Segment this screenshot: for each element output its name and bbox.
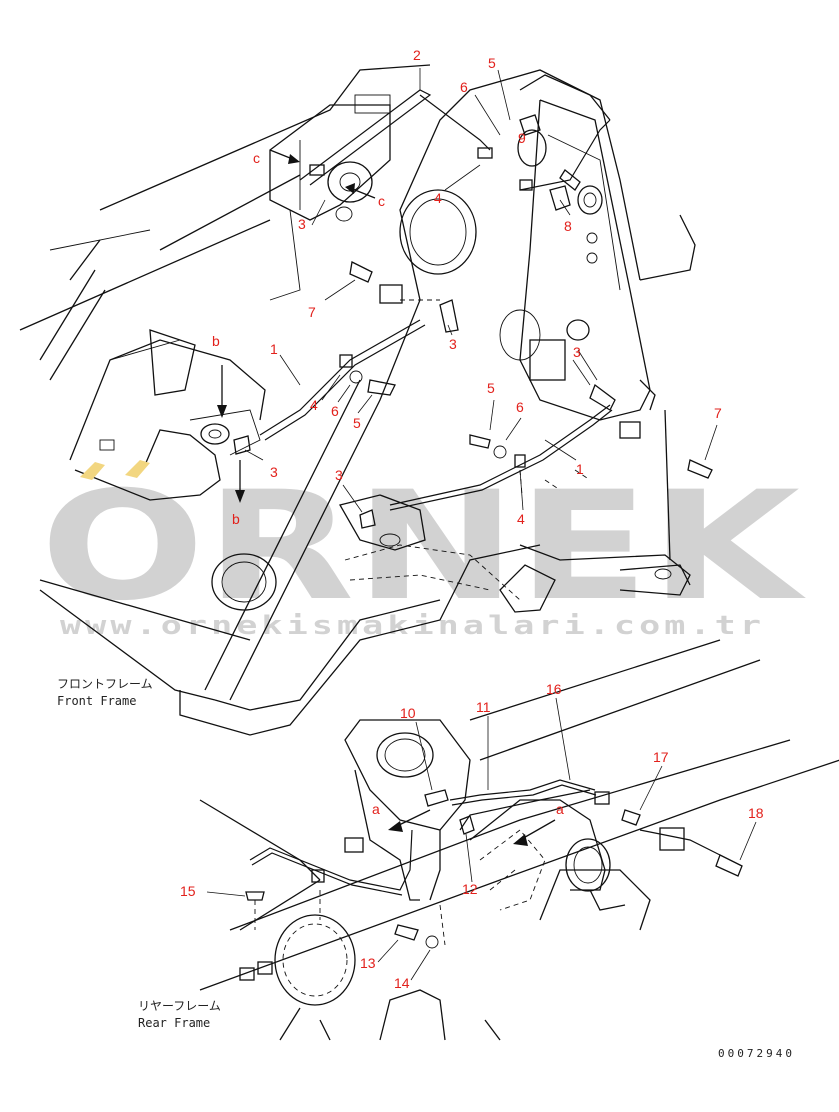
callout-3: 3 [335, 467, 343, 483]
rear-frame-drawing [199, 639, 839, 1041]
callout-7: 7 [714, 405, 722, 421]
callout-3: 3 [298, 216, 306, 232]
front-frame-caption: フロントフレーム Front Frame [57, 677, 153, 708]
front-frame-label-jp: フロントフレーム [57, 677, 153, 691]
view-letter-a: a [556, 801, 564, 817]
view-letter-a: a [372, 801, 380, 817]
callout-14: 14 [394, 975, 410, 991]
rear-frame-caption: リヤーフレーム Rear Frame [138, 999, 221, 1030]
callout-3: 3 [573, 344, 581, 360]
callout-12: 12 [462, 881, 478, 897]
callout-10: 10 [400, 705, 416, 721]
callout-3: 3 [270, 464, 278, 480]
rear-leaders [206, 697, 757, 981]
callout-9: 9 [518, 130, 526, 146]
callout-1: 1 [270, 341, 278, 357]
callout-4: 4 [434, 190, 442, 206]
front-callouts: 2 5 6 9 4 8 3 7 3 1 4 6 5 3 5 6 7 1 3 4 … [270, 47, 722, 527]
view-letter-c: c [253, 150, 260, 166]
callout-5: 5 [487, 380, 495, 396]
watermark-brand: ORNEK [40, 460, 806, 634]
callout-6: 6 [331, 403, 339, 419]
front-leaders [244, 68, 718, 513]
drawing-number: 00072940 [718, 1047, 795, 1060]
callout-2: 2 [413, 47, 421, 63]
view-letter-b: b [212, 333, 220, 349]
callout-1: 1 [576, 461, 584, 477]
callout-4: 4 [517, 511, 525, 527]
callout-6: 6 [460, 79, 468, 95]
callout-11: 11 [476, 699, 491, 715]
callout-15: 15 [180, 883, 196, 899]
callout-8: 8 [564, 218, 572, 234]
callout-4: 4 [310, 397, 318, 413]
callout-18: 18 [748, 805, 764, 821]
callout-17: 17 [653, 749, 669, 765]
callout-6: 6 [516, 399, 524, 415]
rear-frame-label-jp: リヤーフレーム [138, 999, 221, 1013]
callout-3: 3 [449, 336, 457, 352]
rear-view-letters: a a [372, 801, 564, 817]
rear-frame-label-en: Rear Frame [138, 1016, 210, 1030]
watermark: ORNEK www.ornekismakinalari.com.tr [40, 460, 806, 641]
callout-7: 7 [308, 304, 316, 320]
front-frame-drawing [19, 64, 713, 736]
view-letter-c: c [378, 193, 385, 209]
callout-5: 5 [488, 55, 496, 71]
callout-16: 16 [546, 681, 562, 697]
front-view-letters: c c b b [212, 150, 385, 527]
front-frame-label-en: Front Frame [57, 694, 136, 708]
callout-13: 13 [360, 955, 376, 971]
callout-5: 5 [353, 415, 361, 431]
view-letter-b: b [232, 511, 240, 527]
rear-callouts: 10 11 16 17 18 15 12 13 14 [180, 681, 764, 991]
watermark-url: www.ornekismakinalari.com.tr [60, 611, 765, 641]
